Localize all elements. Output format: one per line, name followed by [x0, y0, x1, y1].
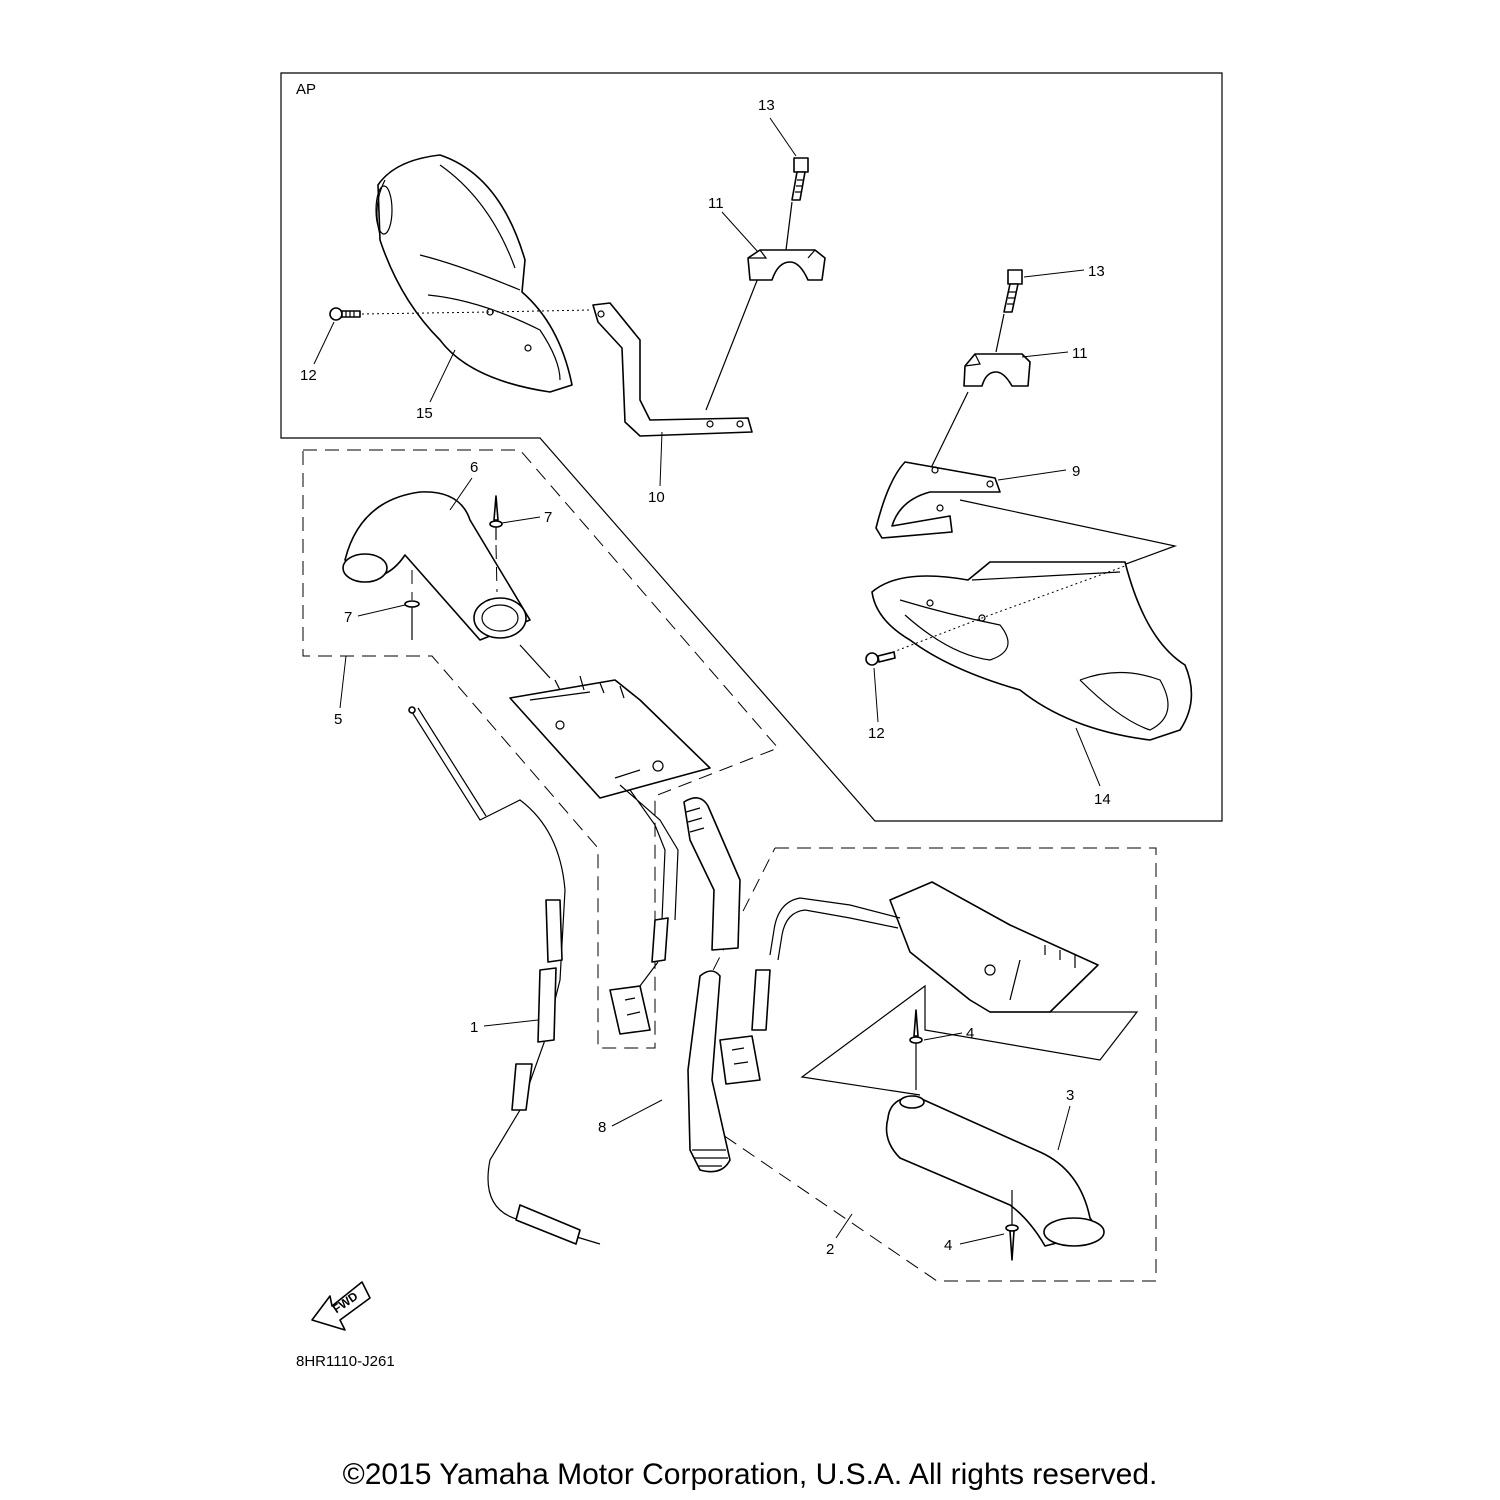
bracket-10-left[interactable]: [592, 302, 753, 437]
hand-guard-left[interactable]: [375, 154, 573, 393]
callout-5: 5: [334, 711, 342, 728]
assembly-line-7-upper: [495, 544, 498, 593]
callout-7-upper: 7: [544, 509, 552, 526]
bolt-13-right[interactable]: [1003, 269, 1023, 313]
assembly-line-10-11: [705, 277, 759, 411]
hose-8[interactable]: [683, 797, 741, 1173]
group-5-outline: [302, 449, 779, 1049]
assembly-line-13-11-right: [995, 313, 1005, 353]
assembly-line-6-pad: [519, 644, 551, 679]
ap-section-border: [280, 72, 1223, 822]
callout-11-left: 11: [708, 195, 724, 212]
screw-12-left[interactable]: [329, 307, 361, 321]
screw-12-right[interactable]: [865, 651, 896, 666]
leader-1: [483, 1019, 539, 1027]
leader-7-lower: [357, 604, 406, 617]
callout-12-right: 12: [868, 725, 885, 742]
leader-7-upper: [501, 516, 541, 524]
leader-12-right: [873, 667, 879, 723]
leader-2: [835, 1213, 853, 1239]
leader-4-upper: [923, 1032, 963, 1041]
fwd-arrow-icon: FWD: [311, 1281, 371, 1331]
callout-1: 1: [470, 1019, 478, 1036]
bolt-13-left[interactable]: [791, 157, 809, 201]
callout-2: 2: [826, 1241, 834, 1258]
leader-6: [449, 477, 473, 511]
assembly-line-11-9: [929, 391, 969, 471]
callout-13-left: 13: [758, 97, 775, 114]
copyright-notice: ©2015 Yamaha Motor Corporation, U.S.A. A…: [342, 1458, 1158, 1491]
rivet-7-lower[interactable]: [404, 600, 420, 640]
callout-10: 10: [648, 489, 665, 506]
callout-4-lower: 4: [944, 1237, 952, 1254]
wire-right-pad[interactable]: [769, 897, 901, 961]
connector-left[interactable]: [609, 917, 669, 1035]
wire-connector-left: [639, 961, 659, 987]
callout-14: 14: [1094, 791, 1111, 808]
drawing-code: 8HR1110-J261: [296, 1353, 395, 1370]
callout-4-upper: 4: [966, 1025, 974, 1042]
leader-14: [1075, 727, 1101, 787]
grip-warmer-3-right[interactable]: [885, 1095, 1105, 1247]
callout-8: 8: [598, 1119, 606, 1136]
rivet-4-lower[interactable]: [1005, 1190, 1019, 1261]
heater-pad-right[interactable]: [889, 881, 1099, 1013]
leader-13-left: [769, 117, 797, 157]
leader-12-left: [313, 321, 335, 365]
clamp-11-right[interactable]: [963, 353, 1031, 387]
callout-12-left: 12: [300, 367, 317, 384]
callout-6: 6: [470, 459, 478, 476]
leader-13-right: [1023, 269, 1085, 278]
leader-15: [429, 349, 456, 403]
clamp-11-left[interactable]: [747, 249, 826, 281]
callout-13-right: 13: [1088, 263, 1105, 280]
throttle-cable-1[interactable]: [408, 706, 601, 1245]
callout-7-lower: 7: [344, 609, 352, 626]
leader-9: [997, 469, 1067, 481]
grip-warmer-6-left[interactable]: [342, 491, 531, 641]
leader-5: [339, 655, 347, 709]
wire-left-pad[interactable]: [619, 784, 679, 921]
leader-11-left: [721, 211, 759, 253]
leader-10: [659, 431, 663, 487]
callout-15: 15: [416, 405, 433, 422]
bracket-9-right[interactable]: [875, 461, 1001, 539]
leader-11-right: [1021, 351, 1069, 358]
connector-right[interactable]: [719, 969, 771, 1085]
callout-3: 3: [1066, 1087, 1074, 1104]
leader-3: [1057, 1105, 1071, 1151]
assembly-line-13-11-left: [785, 201, 793, 251]
hand-guard-right[interactable]: [871, 561, 1193, 741]
leader-8: [611, 1099, 663, 1127]
alignment-line-pad-3: [800, 984, 1139, 1096]
callout-9: 9: [1072, 463, 1080, 480]
callout-11-right: 11: [1072, 345, 1088, 362]
ap-section-label: AP: [296, 81, 316, 98]
alignment-line-9-14: [959, 499, 1178, 569]
heater-pad-left[interactable]: [509, 675, 711, 799]
leader-4-lower: [959, 1233, 1005, 1245]
rivet-7-upper[interactable]: [489, 495, 503, 540]
alignment-line-12-right: [887, 565, 1126, 655]
rivet-4-upper[interactable]: [909, 1009, 923, 1090]
